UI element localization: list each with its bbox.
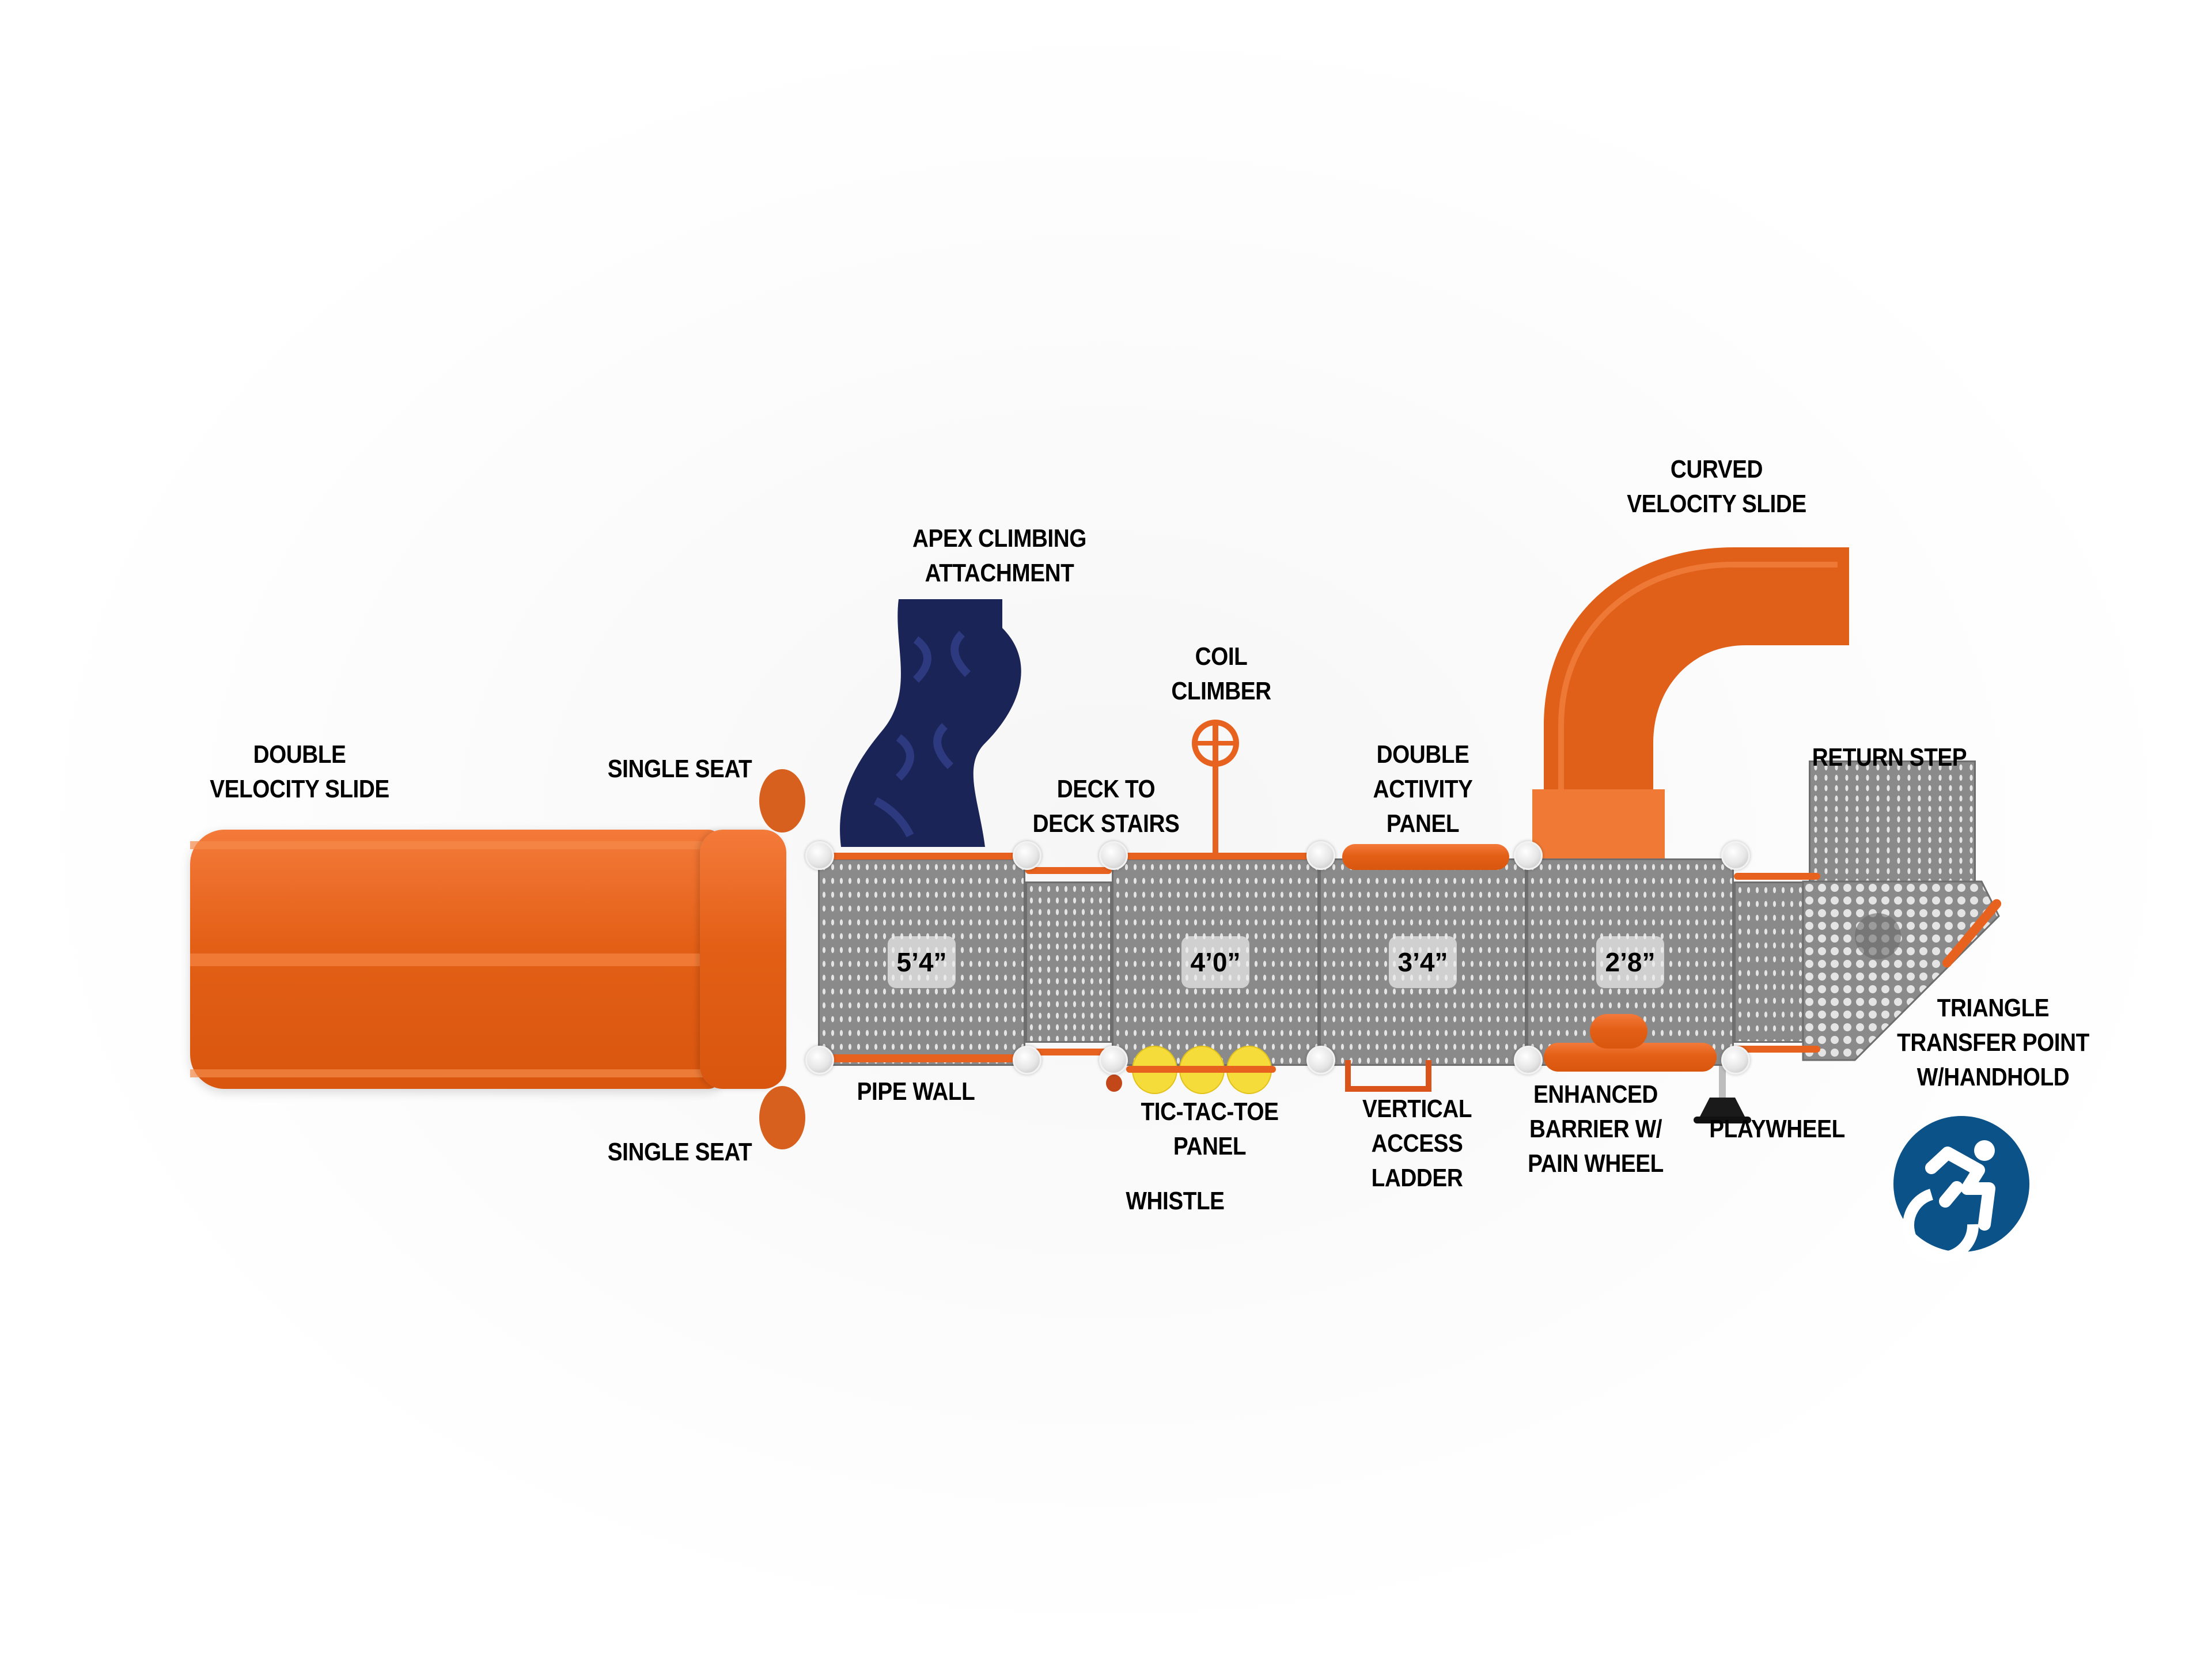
label-curved-velocity-slide: CURVED VELOCITY SLIDE <box>1627 455 1806 518</box>
deck-to-deck-stairs <box>1025 881 1112 1043</box>
label-single-seat-bottom: SINGLE SEAT <box>607 1138 752 1166</box>
post <box>1721 1046 1750 1074</box>
bridge-rail-top <box>1734 873 1820 880</box>
accessible-wheelchair-icon <box>1893 1116 2029 1263</box>
post <box>1514 1046 1543 1074</box>
top-rail <box>1112 853 1319 860</box>
pain-wheel <box>1590 1014 1647 1049</box>
deck-height-label: 3’4” <box>1389 936 1457 988</box>
slide-hood <box>700 830 786 1089</box>
vertical-access-ladder <box>1345 1060 1431 1092</box>
post <box>1099 1046 1128 1074</box>
double-velocity-slide <box>190 830 720 1089</box>
deck-height-label: 2’8” <box>1596 936 1664 988</box>
coil-climber <box>1192 720 1239 858</box>
label-playwheel: PLAYWHEEL <box>1709 1115 1845 1143</box>
deck-1: 5’4” <box>818 858 1025 1066</box>
single-seat-bottom <box>759 1086 805 1149</box>
triangle-transfer-point <box>1802 880 2000 1061</box>
label-coil-climber: COIL CLIMBER <box>1171 642 1271 705</box>
label-whistle: WHISTLE <box>1126 1187 1225 1215</box>
post <box>1721 841 1750 870</box>
stairs-rail-bottom <box>1025 1049 1112 1055</box>
label-single-seat-top: SINGLE SEAT <box>607 755 752 783</box>
top-rail <box>818 853 1025 860</box>
deck-height-label: 5’4” <box>888 936 956 988</box>
label-pipe-wall: PIPE WALL <box>857 1077 975 1106</box>
post <box>1099 841 1128 870</box>
tic-tac-toe-rail <box>1126 1066 1276 1073</box>
post <box>805 841 834 870</box>
deck-4: 2’8” <box>1527 858 1734 1066</box>
label-double-velocity-slide: DOUBLE VELOCITY SLIDE <box>210 740 389 803</box>
label-vertical-access-ladder: VERTICAL ACCESS LADDER <box>1362 1095 1472 1192</box>
single-seat-top <box>759 769 805 833</box>
apex-climbing-attachment <box>840 599 1021 847</box>
whistle <box>1106 1074 1122 1092</box>
post <box>1013 841 1041 870</box>
post <box>1013 1046 1041 1074</box>
deck-3: 3’4” <box>1319 858 1527 1066</box>
bridge-rail-bottom <box>1734 1046 1820 1053</box>
stairs-rail-top <box>1025 867 1112 874</box>
label-apex-climbing-attachment: APEX CLIMBING ATTACHMENT <box>912 524 1086 587</box>
label-return-step: RETURN STEP <box>1812 743 1967 771</box>
label-deck-to-deck-stairs: DECK TO DECK STAIRS <box>1032 775 1180 838</box>
curved-velocity-slide <box>1532 547 1849 858</box>
double-activity-panel <box>1342 844 1509 870</box>
post <box>1306 841 1335 870</box>
post <box>1306 1046 1335 1074</box>
return-step <box>1809 760 1976 884</box>
label-tic-tac-toe-panel: TIC-TAC-TOE PANEL <box>1141 1098 1279 1160</box>
label-triangle-transfer-point: TRIANGLE TRANSFER POINT W/HANDHOLD <box>1897 994 2089 1091</box>
deck-2: 4’0” <box>1112 858 1319 1066</box>
tic-tac-toe-panel <box>1126 1046 1276 1094</box>
label-double-activity-panel: DOUBLE ACTIVITY PANEL <box>1373 740 1473 838</box>
playwheel <box>1694 1066 1751 1123</box>
label-enhanced-barrier: ENHANCED BARRIER W/ PAIN WHEEL <box>1528 1080 1664 1178</box>
post <box>1514 841 1543 870</box>
pipe-wall <box>818 1054 1025 1062</box>
post <box>805 1046 834 1074</box>
deck-height-label: 4’0” <box>1181 936 1249 988</box>
